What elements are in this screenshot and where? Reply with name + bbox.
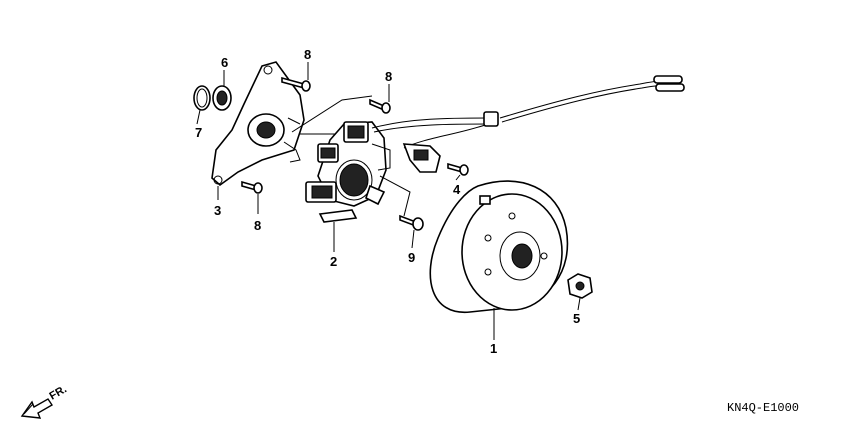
callout-8-left: 8 bbox=[254, 218, 261, 233]
screw-part-middle[interactable] bbox=[369, 98, 391, 114]
screw-part-left[interactable] bbox=[241, 180, 263, 194]
pulse-generator-bolt-part[interactable] bbox=[447, 162, 469, 176]
callout-4: 4 bbox=[453, 182, 461, 197]
callout-3: 3 bbox=[214, 203, 221, 218]
front-arrow-icon bbox=[20, 398, 53, 419]
flywheel-nut-part[interactable] bbox=[567, 273, 593, 299]
callout-9: 9 bbox=[408, 250, 415, 265]
leader-lines bbox=[196, 62, 581, 340]
callout-8-middle: 8 bbox=[385, 69, 392, 84]
oil-seal-part[interactable] bbox=[212, 85, 232, 111]
pulse-generator-part[interactable] bbox=[402, 143, 441, 173]
diagram-code: KN4Q-E1000 bbox=[727, 401, 799, 415]
callout-2: 2 bbox=[330, 254, 337, 269]
o-ring-part[interactable] bbox=[193, 85, 211, 111]
callout-6: 6 bbox=[221, 55, 228, 70]
bracket-part[interactable] bbox=[211, 61, 305, 187]
wire-harness bbox=[371, 75, 685, 149]
front-marker-label: FR. bbox=[48, 383, 69, 402]
callout-5: 5 bbox=[573, 311, 580, 326]
screw-part-top[interactable] bbox=[281, 76, 311, 92]
callout-1: 1 bbox=[490, 341, 497, 356]
flywheel-part[interactable] bbox=[429, 180, 569, 313]
stator-part[interactable] bbox=[305, 121, 391, 223]
callout-7: 7 bbox=[195, 125, 202, 140]
callout-8-top: 8 bbox=[304, 47, 311, 62]
bolt-part[interactable] bbox=[399, 214, 424, 231]
